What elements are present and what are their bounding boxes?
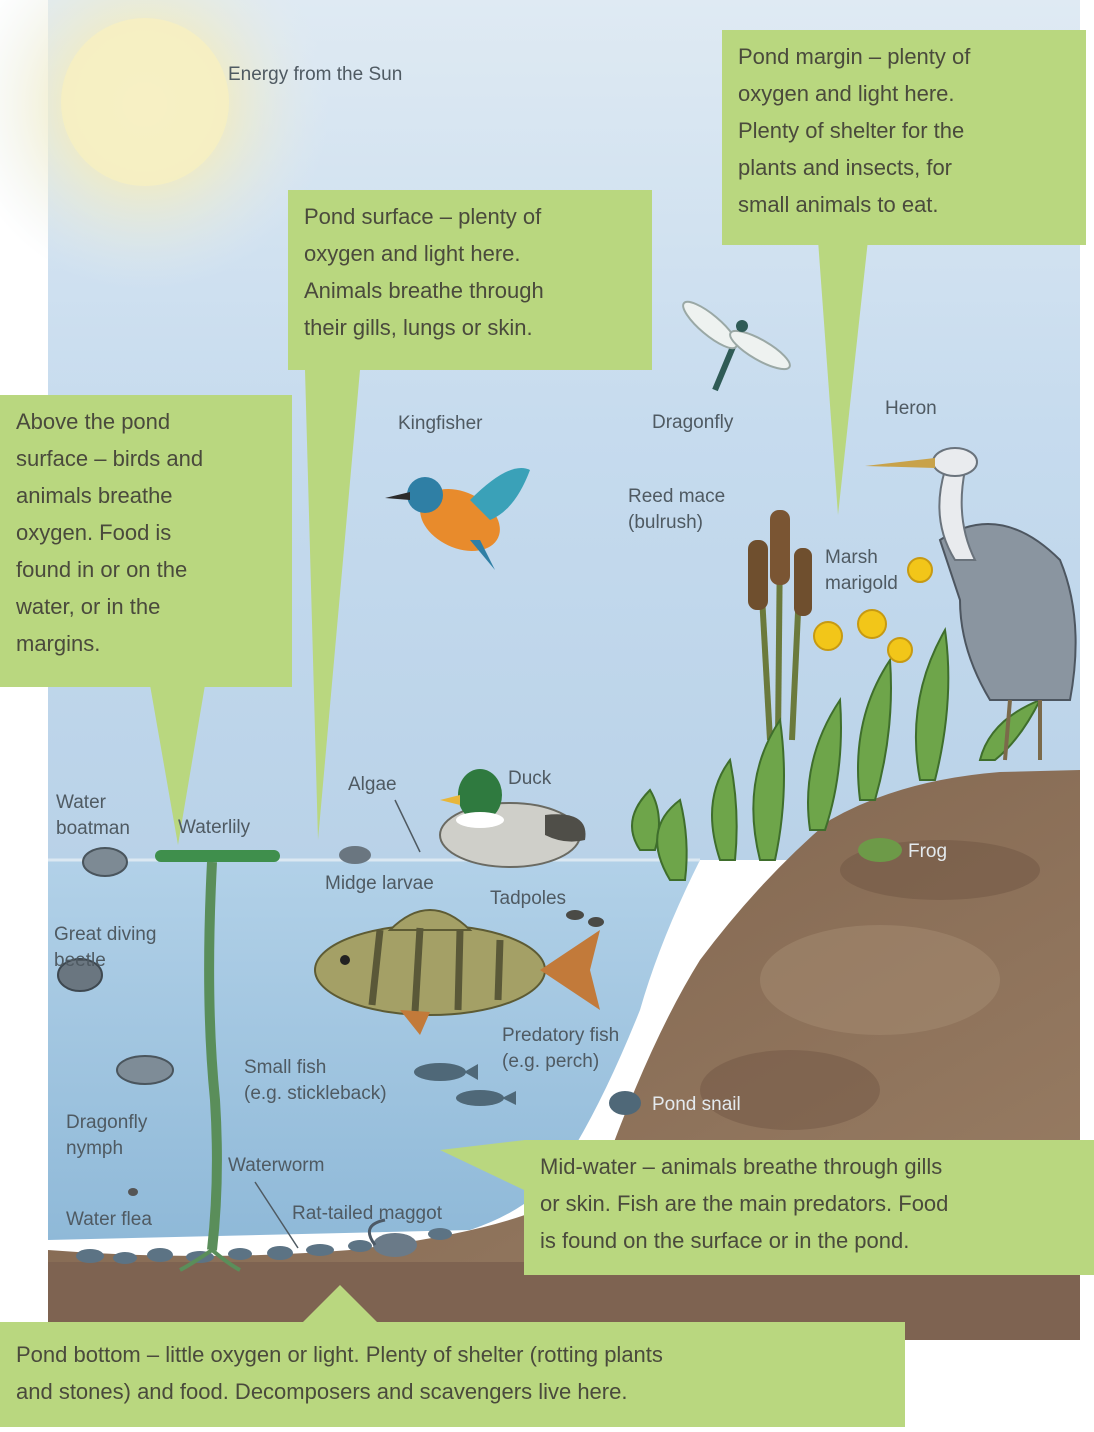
label-waterlily: Waterlily [178,815,250,841]
sun [61,18,229,186]
callout-pond-bottom: Pond bottom – little oxygen or light. Pl… [0,1322,905,1427]
label-heron: Heron [885,396,937,422]
label-water-flea: Water flea [66,1207,152,1233]
label-duck: Duck [508,766,551,792]
callout-above-surface: Above the pond surface – birds and anima… [0,395,292,687]
label-frog: Frog [908,839,947,865]
label-dragonfly: Dragonfly [652,410,733,436]
callout-pond-margin: Pond margin – plenty of oxygen and light… [722,30,1086,245]
tadpole [588,917,604,927]
label-algae: Algae [348,772,397,798]
frog [858,838,902,862]
label-dragonfly-nymph: Dragonfly nymph [66,1110,147,1162]
label-small-fish: Small fish (e.g. stickleback) [244,1055,387,1107]
label-waterworm: Waterworm [228,1153,324,1179]
label-kingfisher: Kingfisher [398,411,483,437]
label-tadpoles: Tadpoles [490,886,566,912]
water-flea [128,1188,138,1196]
label-reed-mace: Reed mace (bulrush) [628,484,725,536]
label-great-diving-beetle: Great diving beetle [54,922,156,974]
midge-larvae [339,846,371,864]
pond-snail [609,1091,641,1115]
label-predatory-fish: Predatory fish (e.g. perch) [502,1023,619,1075]
label-water-boatman: Water boatman [56,790,130,842]
dragonfly-nymph [117,1056,173,1084]
label-midge-larvae: Midge larvae [325,871,434,897]
callout-mid-water: Mid-water – animals breathe through gill… [524,1140,1094,1275]
tadpole [566,910,584,920]
label-marsh-marigold: Marsh marigold [825,545,898,597]
label-rat-tailed-maggot: Rat-tailed maggot [292,1201,442,1227]
callout-pond-surface: Pond surface – plenty of oxygen and ligh… [288,190,652,370]
soil-texture [760,925,1000,1035]
soil-texture [700,1050,880,1130]
label-pond-snail: Pond snail [652,1092,741,1118]
label-energy-from-sun: Energy from the Sun [228,62,402,88]
water-boatman [83,848,127,876]
